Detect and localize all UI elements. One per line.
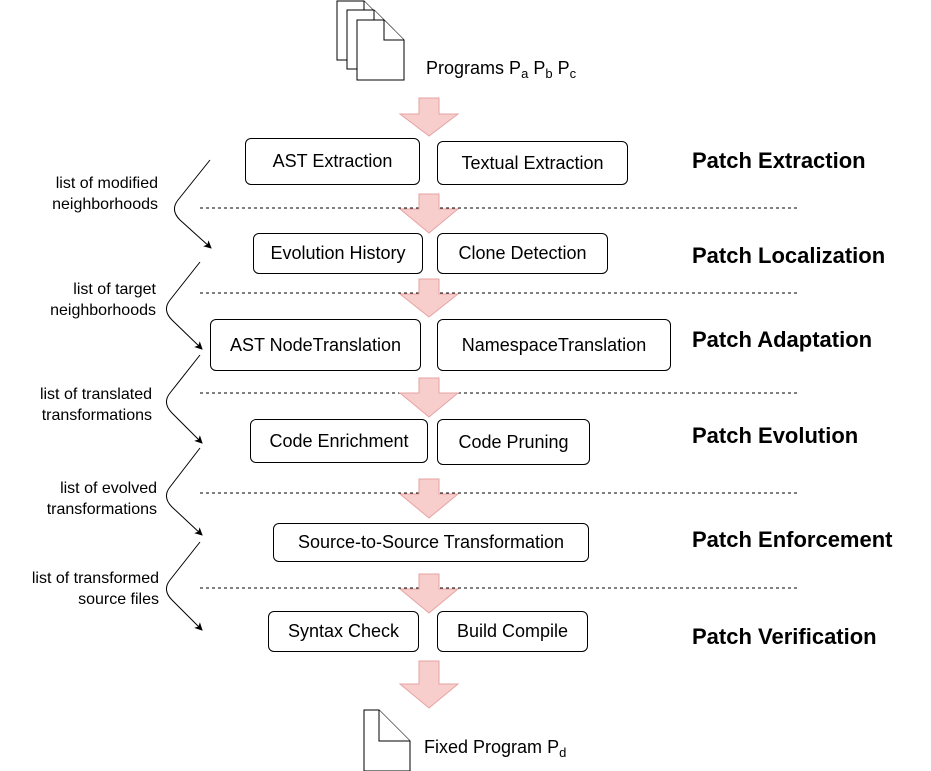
flow-arrow [398, 377, 460, 418]
program-c: Pc [557, 58, 577, 81]
program-d: Pd [547, 737, 567, 760]
stage-title-localization: Patch Localization [692, 243, 886, 268]
program-b: Pb [533, 58, 553, 81]
flow-arrow [398, 97, 460, 137]
stage-title-verification: Patch Verification [692, 624, 877, 649]
input-programs-label: Programs Pa Pb Pc [426, 58, 576, 81]
output-program-label: Fixed Program Pd [424, 737, 566, 760]
syntax-check-box: Syntax Check [268, 611, 419, 652]
ast-node-translation-box: AST NodeTranslation [210, 319, 421, 371]
flow-arrow [398, 278, 460, 318]
output-label-text: Fixed Program [424, 737, 543, 757]
input-label-text: Programs [426, 58, 505, 78]
flow-arrow [398, 193, 460, 234]
flow-arrow [398, 478, 460, 519]
clone-detection-box: Clone Detection [437, 233, 608, 274]
stage-title-enforcement: Patch Enforcement [692, 527, 893, 552]
connector-arrow [166, 447, 203, 536]
connector-arrow [166, 541, 203, 631]
textual-extraction-box: Textual Extraction [437, 141, 628, 185]
build-compile-box: Build Compile [437, 611, 588, 652]
flow-arrow [398, 573, 460, 614]
stage-title-adaptation: Patch Adaptation [692, 327, 873, 352]
connector-arrow [166, 354, 203, 444]
stacked-documents-icon [336, 0, 405, 81]
stage-title-extraction: Patch Extraction [692, 148, 866, 173]
code-pruning-box: Code Pruning [437, 419, 590, 465]
side-connectors [166, 159, 212, 631]
document-icon [363, 709, 411, 771]
evolution-history-box: Evolution History [253, 233, 423, 274]
ast-extraction-box: AST Extraction [245, 138, 420, 185]
source-to-source-transformation-box: Source-to-Source Transformation [273, 523, 589, 562]
stage-title-evolution: Patch Evolution [692, 423, 859, 448]
flow-arrows [398, 97, 460, 709]
code-enrichment-box: Code Enrichment [250, 419, 428, 463]
connector-arrow [174, 159, 212, 249]
connector-arrow [166, 261, 203, 350]
namespace-translation-box: NamespaceTranslation [437, 319, 671, 371]
stage-separators [200, 207, 798, 589]
flow-arrow [398, 660, 460, 709]
program-a: Pa [509, 58, 529, 81]
